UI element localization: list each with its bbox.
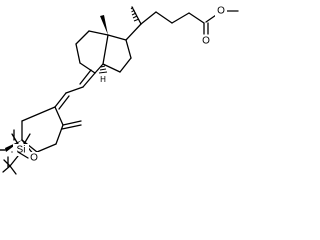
- triene-chain: [54, 69, 96, 110]
- atom-label-h: H: [100, 75, 106, 84]
- angular-methyl-wedge: [100, 15, 108, 35]
- si-methyl-2: [23, 133, 31, 145]
- atom-label-carbonyl-o: O: [202, 36, 210, 47]
- atom-label-ester-o: O: [217, 6, 225, 17]
- si-methyl-1: [11, 133, 19, 145]
- si-tbu-bond: [9, 155, 19, 167]
- tbu-methyl-2: [2, 165, 11, 173]
- stereo-h-hashed: [98, 65, 108, 74]
- a-ring: [21, 106, 64, 153]
- atom-label-silyl-o: O: [30, 153, 38, 164]
- tbu-methyl-3: [9, 165, 17, 175]
- tbs-bonds: [7, 129, 29, 168]
- tbu-methyl-1: [3, 159, 11, 167]
- molecule-structure: H O O O Si: [0, 5, 239, 175]
- atom-label-si: Si: [17, 145, 26, 156]
- c-ring: [75, 30, 109, 74]
- ester-side-chain: [140, 10, 239, 35]
- exo-methylene: [61, 120, 82, 130]
- c17-c20-bond: [125, 23, 142, 41]
- tbs-overlay: [7, 129, 29, 168]
- d-ring: [102, 34, 132, 73]
